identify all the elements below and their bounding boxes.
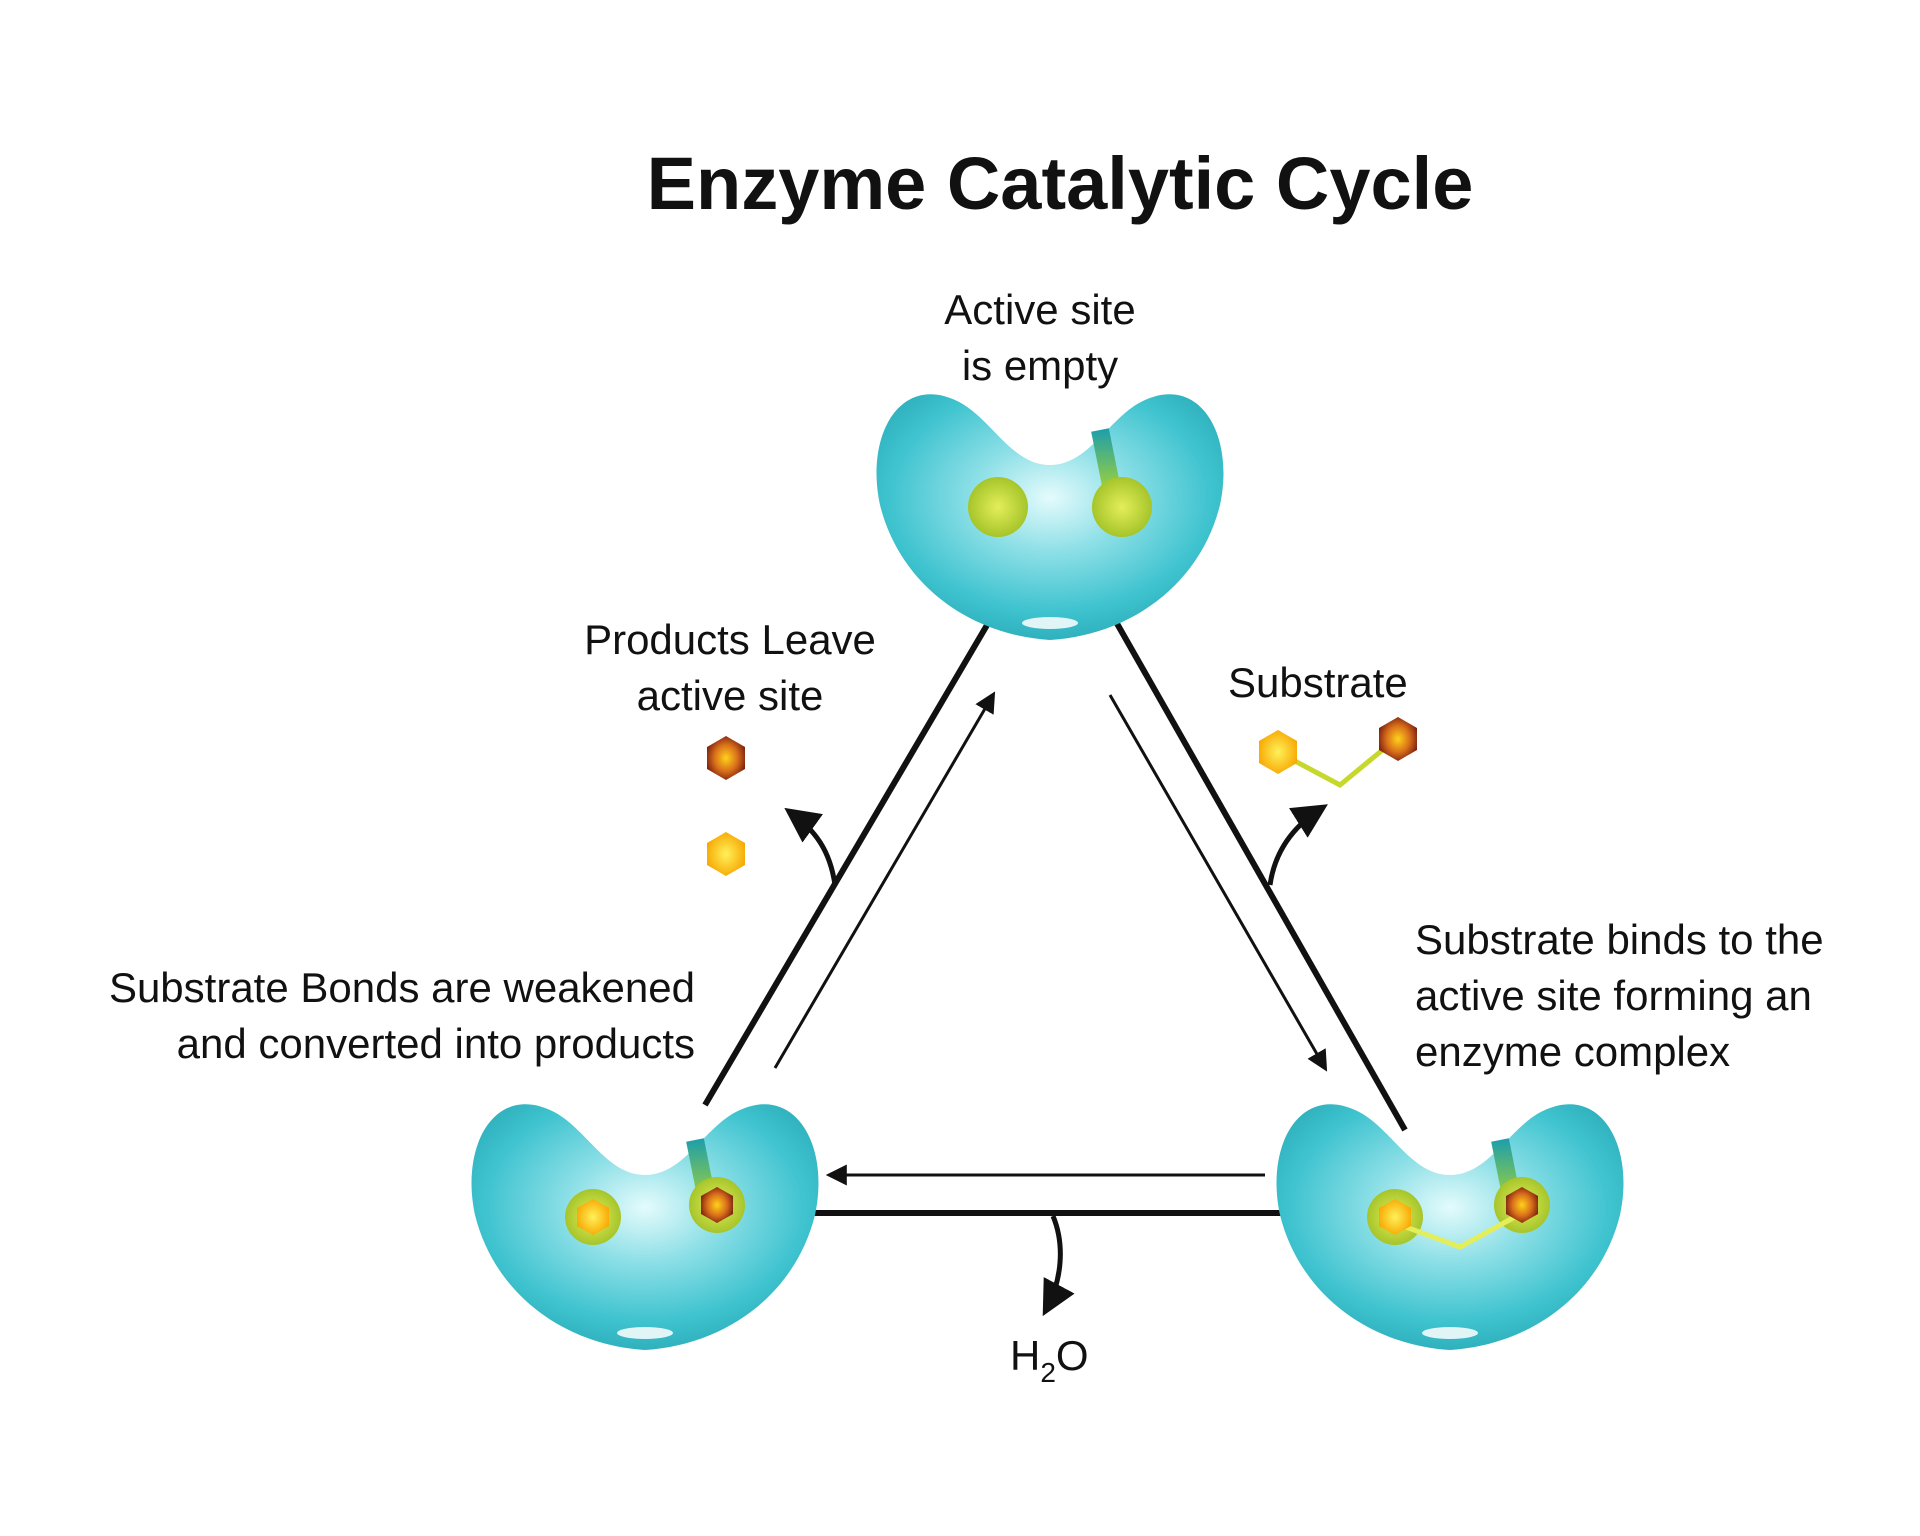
label-active-site-empty: Active site is empty [840,282,1240,394]
label-weakened-line1: Substrate Bonds are weakened [108,964,695,1011]
enzyme-products [472,1104,819,1350]
diagram-title: Enzyme Catalytic Cycle [646,142,1474,225]
label-binds-line1: Substrate binds to the [1415,916,1824,963]
label-weakened-line2: and converted into products [176,1020,695,1067]
inner-arrows [773,691,1328,1186]
enzyme-empty [877,394,1224,640]
label-active-site-line2: is empty [961,342,1119,389]
label-bonds-weakened: Substrate Bonds are weakened and convert… [40,960,695,1072]
triangle-outline [702,618,1408,1216]
water-subscript: 2 [1040,1357,1056,1388]
label-binds-line2: active site forming an [1415,972,1812,1019]
released-products [707,736,745,876]
label-water: H2O [1010,1328,1130,1389]
curved-arrows [784,804,1328,1317]
water-o: O [1055,1332,1089,1379]
label-binds-line3: enzyme complex [1415,1028,1731,1075]
label-substrate: Substrate [1228,659,1408,706]
label-products-line2: active site [636,672,824,719]
free-substrate [1259,717,1417,788]
label-products-leave: Products Leave active site [540,612,920,724]
enzyme-substrate-complex [1277,1104,1624,1350]
label-substrate-binds: Substrate binds to the active site formi… [1415,912,1895,1080]
water-h: H [1010,1332,1041,1379]
label-active-site-line1: Active site [944,286,1136,333]
label-products-line1: Products Leave [584,616,876,663]
